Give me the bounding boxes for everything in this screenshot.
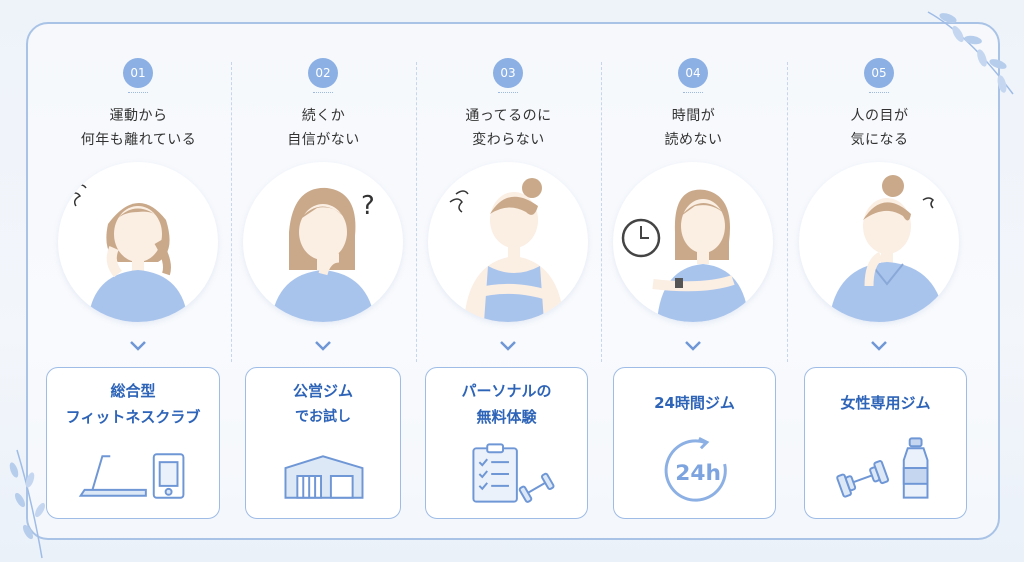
step-number-badge: 02 bbox=[308, 58, 338, 88]
step-column-1: 01 運動から 何年も離れている bbox=[46, 0, 231, 562]
leaf-decoration-top-right bbox=[927, 11, 1014, 95]
step-column-5: 05 人の目が 気になる bbox=[787, 0, 972, 562]
gym-building-icon bbox=[284, 455, 364, 499]
concern-line-2: 何年も離れている bbox=[80, 132, 197, 148]
solution-title: パーソナルの 無料体験 bbox=[426, 378, 587, 430]
step-number-badge: 01 bbox=[123, 58, 153, 88]
column-divider bbox=[231, 62, 232, 362]
step-column-2: 02 続くか 自信がない ? bbox=[231, 0, 416, 562]
solution-line-1: パーソナルの bbox=[461, 382, 552, 400]
concern-line-1: 通ってるのに bbox=[465, 108, 552, 124]
chevron-down-icon bbox=[130, 341, 146, 351]
concern-line-2: 変わらない bbox=[472, 132, 545, 148]
solution-line-1: 女性専用ジム bbox=[840, 394, 931, 412]
self-conscious-woman-illustration bbox=[799, 162, 959, 322]
solution-card-5: 女性専用ジム bbox=[804, 367, 967, 519]
chevron-down-icon bbox=[315, 341, 331, 351]
concern-line-2: 読めない bbox=[664, 132, 723, 148]
solution-line-2: フィットネスクラブ bbox=[65, 408, 201, 426]
concern-text: 運動から 何年も離れている bbox=[46, 104, 231, 152]
solution-title: 公営ジム でお試し bbox=[246, 378, 400, 430]
doubtful-woman-illustration: ? bbox=[243, 162, 403, 322]
24h-clock-icon: 24h bbox=[664, 437, 727, 502]
solution-title: 総合型 フィットネスクラブ bbox=[47, 378, 219, 430]
dotted-separator bbox=[128, 92, 148, 93]
concern-line-1: 続くか bbox=[301, 108, 346, 124]
chevron-down-icon bbox=[871, 341, 887, 351]
solution-line-1: 24時間ジム bbox=[654, 394, 735, 412]
concern-line-2: 気になる bbox=[850, 132, 909, 148]
solution-card-3: パーソナルの 無料体験 bbox=[425, 367, 588, 519]
solution-card-2: 公営ジム でお試し bbox=[245, 367, 401, 519]
solution-line-1: 総合型 bbox=[110, 382, 156, 400]
dotted-separator bbox=[498, 92, 518, 93]
leaf-decoration-bottom-left bbox=[9, 449, 46, 559]
step-number-badge: 05 bbox=[864, 58, 894, 88]
dumbbell-and-water-bottle-icon bbox=[836, 437, 929, 499]
busy-woman-illustration bbox=[613, 162, 773, 322]
step-number-badge: 03 bbox=[493, 58, 523, 88]
solution-line-2: でお試し bbox=[295, 409, 351, 425]
chevron-down-icon bbox=[685, 341, 701, 351]
treadmill-and-weight-machine-icon bbox=[78, 453, 185, 499]
dotted-separator bbox=[313, 92, 333, 93]
step-column-4: 04 時間が 読めない bbox=[601, 0, 786, 562]
solution-title: 24時間ジム bbox=[614, 390, 775, 416]
step-column-3: 03 通ってるのに 変わらない bbox=[416, 0, 601, 562]
concern-line-1: 人の目が bbox=[850, 108, 909, 124]
concern-text: 人の目が 気になる bbox=[787, 104, 972, 152]
solution-card-4: 24時間ジム 24h bbox=[613, 367, 776, 519]
chevron-down-icon bbox=[500, 341, 516, 351]
column-divider bbox=[787, 62, 788, 362]
solution-title: 女性専用ジム bbox=[805, 390, 966, 416]
clipboard-and-dumbbell-icon bbox=[472, 443, 555, 503]
clock-label: 24h bbox=[675, 461, 721, 486]
dotted-separator bbox=[869, 92, 889, 93]
concern-line-2: 自信がない bbox=[287, 132, 360, 148]
dotted-separator bbox=[683, 92, 703, 93]
concern-line-1: 運動から bbox=[109, 108, 168, 124]
concern-line-1: 時間が bbox=[671, 108, 716, 124]
step-number-badge: 04 bbox=[678, 58, 708, 88]
solution-card-1: 総合型 フィットネスクラブ bbox=[46, 367, 220, 519]
solution-line-1: 公営ジム bbox=[292, 382, 353, 400]
solution-line-2: 無料体験 bbox=[476, 408, 537, 426]
frustrated-woman-illustration bbox=[428, 162, 588, 322]
svg-text:?: ? bbox=[361, 191, 375, 221]
concern-text: 通ってるのに 変わらない bbox=[416, 104, 601, 152]
concern-text: 続くか 自信がない bbox=[231, 104, 416, 152]
worried-woman-illustration bbox=[58, 162, 218, 322]
column-divider bbox=[601, 62, 602, 362]
column-divider bbox=[416, 62, 417, 362]
concern-text: 時間が 読めない bbox=[601, 104, 786, 152]
